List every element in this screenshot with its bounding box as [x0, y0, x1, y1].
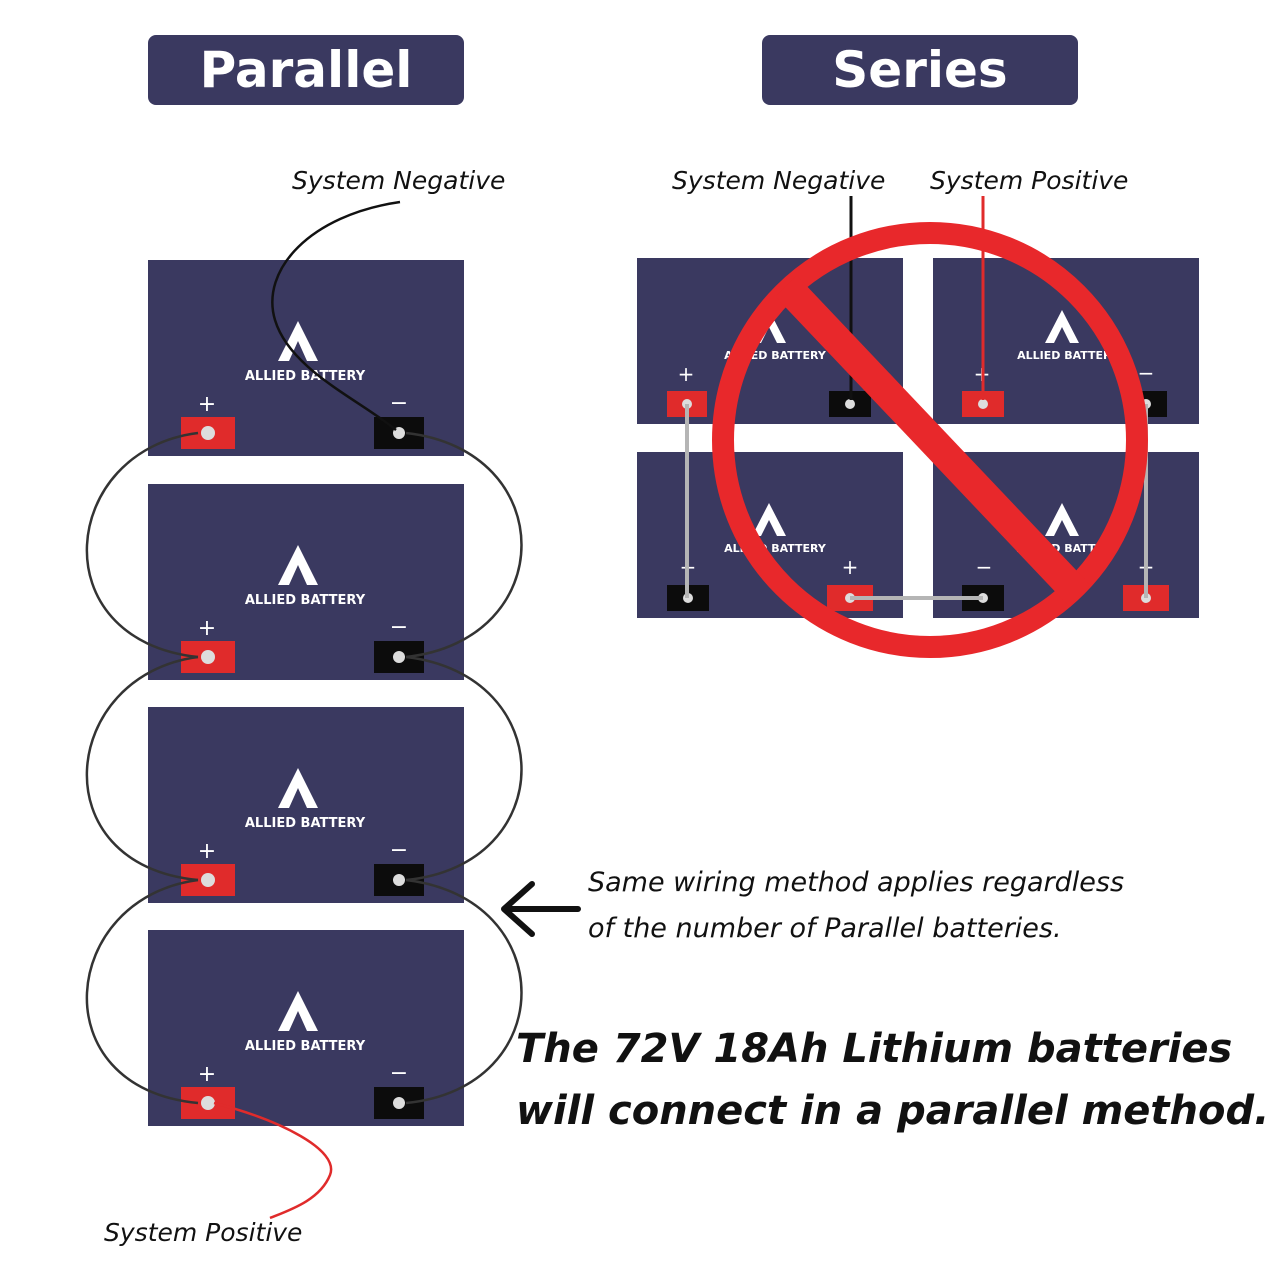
- battery-brand-text: ALLIED BATTERY: [245, 369, 366, 384]
- series-header: Series: [762, 35, 1078, 105]
- battery-logo-icon: [278, 321, 318, 361]
- parallel-battery-2: ALLIED BATTERY + −: [148, 484, 464, 680]
- parallel-battery-1: ALLIED BATTERY + −: [148, 260, 464, 456]
- minus-sign: −: [390, 838, 408, 863]
- parallel-system-negative-label: System Negative: [292, 166, 506, 195]
- minus-sign: −: [390, 391, 408, 416]
- parallel-header: Parallel: [148, 35, 464, 105]
- summary-line1: The 72V 18Ah Lithium batteries: [516, 1026, 1233, 1072]
- parallel-positive-wires: [85, 431, 199, 1105]
- plus-sign: +: [678, 362, 695, 386]
- series-system-positive-label: System Positive: [930, 166, 1129, 195]
- battery-brand-text: ALLIED BATTERY: [245, 593, 366, 608]
- battery-logo-icon: [1045, 310, 1079, 343]
- series-system-negative-label: System Negative: [672, 166, 886, 195]
- battery-logo-icon: [278, 991, 318, 1031]
- minus-sign: −: [390, 1061, 408, 1086]
- plus-sign: +: [198, 839, 216, 864]
- plus-sign: +: [198, 1062, 216, 1087]
- parallel-system-positive-wire: [213, 1101, 333, 1220]
- plus-sign: +: [842, 555, 859, 579]
- parallel-system-positive-label: System Positive: [104, 1218, 303, 1247]
- battery-logo-icon: [278, 768, 318, 808]
- battery-brand-text: ALLIED BATTERY: [245, 1039, 366, 1054]
- battery-logo-icon: [278, 545, 318, 585]
- series-battery-top-left: ALLIED BATTERY +: [637, 258, 903, 424]
- battery-logo-icon: [752, 503, 786, 536]
- parallel-battery-4: ALLIED BATTERY + −: [148, 930, 464, 1126]
- parallel-negative-wires: [405, 431, 523, 1105]
- wiring-note-line1: Same wiring method applies regardless: [588, 867, 1125, 898]
- battery-brand-text: ALLIED BATTERY: [1017, 349, 1120, 362]
- plus-sign: +: [198, 392, 216, 417]
- series-battery-bottom-left: ALLIED BATTERY + −: [637, 452, 903, 618]
- battery-logo-icon: [1045, 503, 1079, 536]
- minus-sign: −: [976, 555, 993, 579]
- wiring-note-line2: of the number of Parallel batteries.: [588, 913, 1062, 944]
- parallel-battery-3: ALLIED BATTERY + −: [148, 707, 464, 903]
- summary-line2: will connect in a parallel method.: [516, 1088, 1270, 1134]
- minus-sign: −: [1138, 361, 1155, 385]
- minus-sign: −: [390, 615, 408, 640]
- battery-brand-text: ALLIED BATTERY: [245, 816, 366, 831]
- parallel-system-negative-wire: [271, 200, 401, 431]
- arrow-left-icon: [501, 881, 581, 937]
- prohibited-icon: [712, 222, 1148, 658]
- plus-sign: +: [198, 616, 216, 641]
